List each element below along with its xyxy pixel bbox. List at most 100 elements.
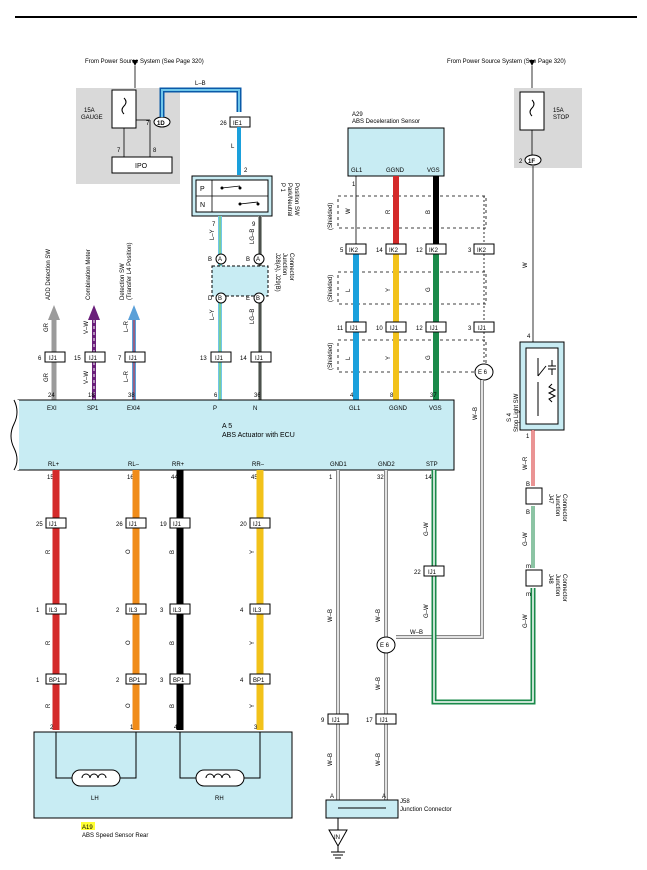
wire-color-label: G–W bbox=[523, 614, 529, 628]
component-id: J58 bbox=[400, 799, 410, 805]
relay-label: IPO bbox=[135, 163, 148, 170]
component-name: Park/Neutral bbox=[286, 183, 292, 216]
wire-color-label: O bbox=[126, 549, 132, 554]
connector-label: IJ1 bbox=[253, 522, 262, 528]
connector-il3 bbox=[45, 603, 67, 615]
component-id: A 5 bbox=[222, 423, 232, 430]
wire-color-label: B bbox=[426, 210, 432, 214]
wire-color-label: Y bbox=[250, 641, 256, 645]
component-name: ABS Actuator with ECU bbox=[222, 432, 295, 439]
wire-color-label: L–B bbox=[195, 81, 206, 87]
component-id: S 4 bbox=[507, 412, 513, 422]
fuse-name-label: STOP bbox=[553, 115, 569, 121]
connector-label: IK2 bbox=[389, 248, 399, 254]
connector-ij1-22 bbox=[423, 565, 445, 577]
pin-label: 8 bbox=[153, 148, 157, 154]
resistor-icon bbox=[547, 383, 557, 403]
pin-label: 9 bbox=[252, 222, 256, 228]
connector-label: IJ1 bbox=[173, 522, 182, 528]
ecu-top-pin-name: GGND bbox=[389, 406, 408, 412]
connector-ij1 bbox=[45, 517, 67, 529]
wire-color-label: G bbox=[426, 355, 432, 360]
ecu-bottom-pin-name: RR+ bbox=[172, 462, 185, 468]
connector-label: IJ1 bbox=[350, 326, 359, 332]
junction-pin: A bbox=[218, 257, 222, 263]
pin-label: 2 bbox=[116, 678, 120, 684]
connector-label: IJ1 bbox=[390, 326, 399, 332]
component-id: A29 bbox=[352, 112, 363, 118]
wire-color-label: W bbox=[346, 208, 352, 214]
wire-color-label: G–W bbox=[523, 532, 529, 546]
connector-label: IK2 bbox=[349, 248, 359, 254]
connector-label: IL3 bbox=[49, 608, 58, 614]
pin-label: 3 bbox=[160, 608, 164, 614]
junction-j47 bbox=[525, 487, 543, 505]
pin-label: 25 bbox=[36, 522, 43, 528]
pin-label: 26 bbox=[116, 522, 123, 528]
pin-label: 3 bbox=[468, 248, 472, 254]
connector-il3 bbox=[249, 603, 271, 615]
ecu-top-pin-name: SP1 bbox=[87, 406, 99, 412]
connector-label: IJ1 bbox=[255, 356, 264, 362]
ecu-bottom-pin-name: GND2 bbox=[378, 462, 395, 468]
wire-color-label: Y bbox=[250, 550, 256, 554]
ij1-mid-row bbox=[345, 321, 495, 333]
junction-pin: B bbox=[246, 257, 250, 263]
connector-label: IJ1 bbox=[49, 522, 58, 528]
junction-pin: E bbox=[246, 296, 250, 302]
connector-label: IK2 bbox=[477, 248, 487, 254]
wire-color-label: L–Y bbox=[210, 229, 216, 240]
wire-color-label: R bbox=[46, 703, 52, 708]
wire-color-label: R bbox=[46, 549, 52, 554]
connector-1f bbox=[524, 154, 542, 166]
connector-label: BP1 bbox=[49, 678, 61, 684]
connector-ij1 bbox=[125, 517, 147, 529]
ecu-top-pin-num: 37 bbox=[430, 393, 437, 399]
wire-color-label: R bbox=[46, 640, 52, 645]
wire-color-label: L–R bbox=[124, 320, 130, 332]
pin-label: 2 bbox=[244, 168, 248, 174]
connector-il3 bbox=[169, 603, 191, 615]
junction-j48 bbox=[525, 569, 543, 587]
abs-actuator-ecu bbox=[17, 399, 455, 471]
power-source-right: From Power Source System (See Page 320) bbox=[447, 59, 566, 65]
ecu-top-pin-num: 8 bbox=[390, 393, 394, 399]
connector-label: IL3 bbox=[173, 608, 182, 614]
wire-color-label: W–B bbox=[328, 609, 334, 622]
pin-label: 17 bbox=[366, 718, 373, 724]
connector-label: IJ1 bbox=[129, 522, 138, 528]
pin-label: 26 bbox=[220, 121, 227, 127]
connector-label: E 6 bbox=[380, 643, 390, 649]
shielded-label: (Shielded) bbox=[328, 203, 334, 230]
component-id: P 1 bbox=[279, 183, 285, 193]
pin-label: 20 bbox=[240, 522, 247, 528]
connector-e6-bottom bbox=[376, 636, 396, 654]
pin-label: 9 bbox=[321, 718, 325, 724]
component-id: J28(A), J29(B) bbox=[274, 253, 280, 292]
component-name: Junction bbox=[281, 253, 287, 275]
wire-color-label: G bbox=[426, 287, 432, 292]
pin-label: A bbox=[330, 794, 334, 800]
junction-pin: B bbox=[256, 296, 260, 302]
pin-label: 5 bbox=[340, 248, 344, 254]
wire-color-label: Y bbox=[386, 356, 392, 360]
wire-color-label: LG–B bbox=[250, 309, 256, 324]
pin-label: 14 bbox=[240, 356, 247, 362]
ecu-top-pin-name: N bbox=[253, 406, 257, 412]
wire-color-label: V–W bbox=[84, 371, 90, 384]
connector-bp1 bbox=[125, 673, 147, 685]
wire-color-label: B bbox=[170, 641, 176, 645]
decel-wires bbox=[353, 176, 485, 400]
connector-bp1 bbox=[45, 673, 67, 685]
connector-ij1 bbox=[169, 517, 191, 529]
connector-label: IE1 bbox=[233, 121, 243, 127]
connector-bp1 bbox=[249, 673, 271, 685]
connector-ij1-17 bbox=[375, 713, 397, 725]
pin-label: m bbox=[526, 592, 531, 598]
wire-color-label: R bbox=[386, 209, 392, 214]
connector-label: IJ1 bbox=[332, 718, 341, 724]
pin-label: 3 bbox=[254, 725, 258, 731]
ecu-bottom-pin-name: RL– bbox=[128, 462, 140, 468]
